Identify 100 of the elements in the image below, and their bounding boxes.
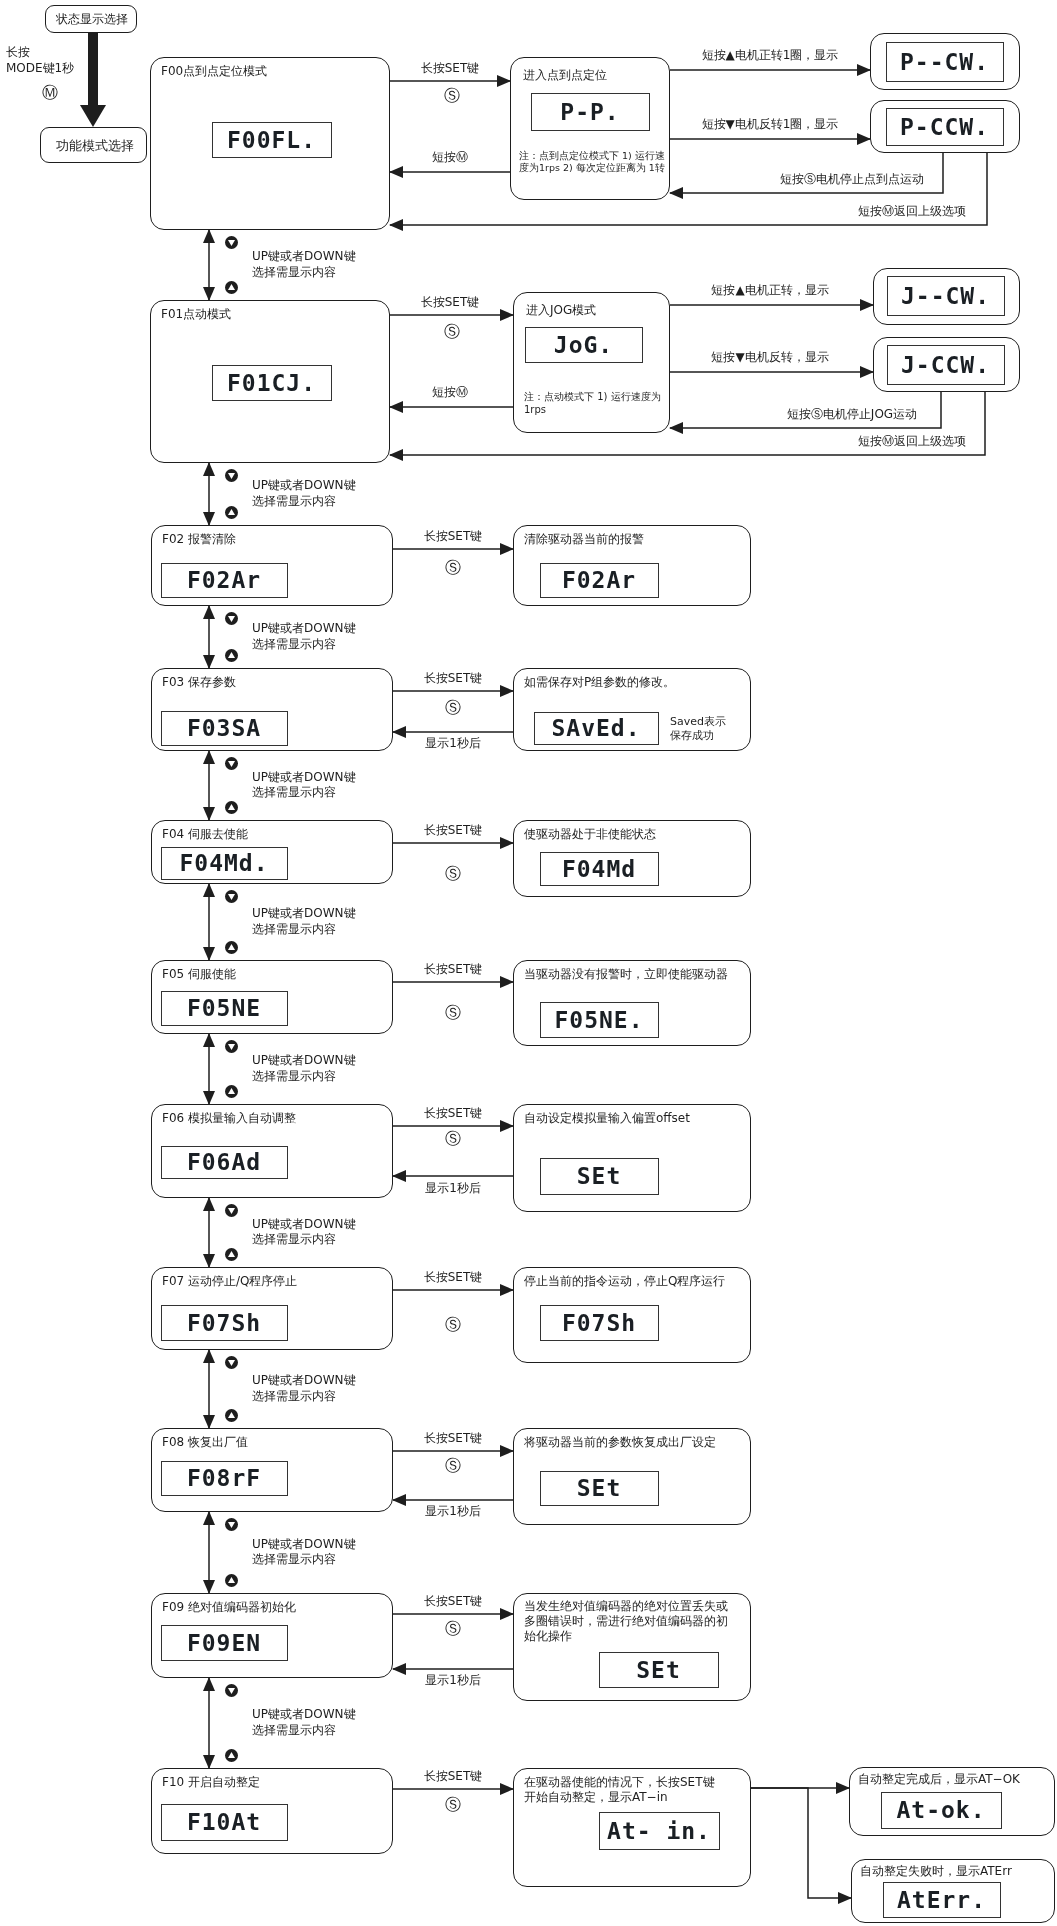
box-title: 如需保存对P组参数的修改。 — [524, 675, 677, 690]
edge-label: 长按SET键 — [420, 295, 480, 311]
arrow — [669, 299, 874, 311]
function-box — [151, 960, 393, 1034]
lcd-display: F10At — [160, 1803, 288, 1841]
edge-label: UP键或者DOWN键选择需显示内容 — [252, 249, 357, 281]
function-box — [150, 300, 390, 463]
edge-label: 短按Ⓜ返回上级选项 — [858, 434, 966, 450]
box-title: F00点到点定位模式 — [161, 64, 269, 79]
box-title: 停止当前的指令运动，停止Q程序运行 — [524, 1274, 727, 1289]
info-box — [510, 57, 670, 200]
box-title: F05 伺服使能 — [162, 967, 237, 982]
function-box — [150, 57, 390, 230]
box-title: 自动整定完成后，显示AT−OK — [858, 1772, 1021, 1787]
box-title: F01点动模式 — [161, 307, 233, 322]
double-arrow — [203, 605, 215, 669]
display-frame — [870, 100, 1020, 153]
lcd-display: F02Ar — [539, 562, 659, 598]
box-title: F06 模拟量输入自动调整 — [162, 1111, 297, 1126]
box-title: 使驱动器处于非使能状态 — [524, 827, 657, 842]
display-frame — [873, 337, 1020, 392]
key-symbol: Ⓢ — [445, 1317, 461, 1333]
arrow — [392, 1445, 514, 1457]
arrow — [392, 1284, 514, 1296]
lcd-display: F02Ar — [160, 562, 288, 598]
box-title: 状态显示选择 — [55, 12, 129, 27]
edge-label: 显示1秒后 — [425, 1673, 481, 1689]
info-box — [513, 292, 670, 433]
key-symbol: Ⓜ — [42, 85, 58, 101]
arrow — [392, 1170, 514, 1182]
lcd-display: F05NE. — [539, 1001, 659, 1038]
key-symbol: Ⓢ — [445, 866, 461, 882]
info-box — [513, 1267, 751, 1363]
double-arrow — [203, 1033, 215, 1105]
menu-label-box — [40, 127, 147, 163]
double-arrow — [203, 1677, 215, 1769]
edge-label: 长按SET键 — [423, 1270, 483, 1286]
arrow — [750, 1787, 852, 1904]
function-box — [151, 820, 393, 884]
arrow — [389, 309, 514, 321]
box-title: F10 开启自动整定 — [162, 1775, 261, 1790]
lcd-display: F03SA — [160, 710, 288, 746]
arrow — [669, 64, 871, 76]
arrow — [392, 1120, 514, 1132]
function-box — [151, 1428, 393, 1512]
thick-arrow — [80, 33, 106, 127]
lcd-display: P-P. — [530, 92, 650, 131]
result-box — [849, 1767, 1055, 1836]
arrow — [669, 152, 944, 199]
edge-label: 短按Ⓜ — [432, 150, 468, 166]
edge-label: 显示1秒后 — [425, 736, 481, 752]
lcd-display: AtErr. — [882, 1881, 1001, 1918]
lcd-display: F09EN — [160, 1624, 288, 1661]
edge-label: 长按SET键 — [420, 61, 480, 77]
key-symbol: Ⓢ — [445, 1458, 461, 1474]
box-title: F03 保存参数 — [162, 675, 237, 690]
display-frame — [873, 268, 1020, 325]
edge-label: UP键或者DOWN键选择需显示内容 — [252, 1373, 357, 1405]
edge-label: UP键或者DOWN键选择需显示内容 — [252, 906, 357, 938]
edge-label: 长按SET键 — [423, 1431, 483, 1447]
arrow — [392, 837, 514, 849]
box-title: F08 恢复出厂值 — [162, 1435, 249, 1450]
lcd-display: At- in. — [598, 1811, 720, 1850]
menu-label-box — [45, 5, 137, 33]
info-box — [513, 960, 751, 1046]
lcd-display: P--CW. — [885, 41, 1004, 82]
edge-label: 短按Ⓢ电机停止点到点运动 — [780, 172, 924, 188]
function-box — [151, 1267, 393, 1350]
lcd-display: P-CCW. — [885, 107, 1004, 146]
lcd-display: F04Md — [539, 851, 659, 886]
edge-label: UP键或者DOWN键选择需显示内容 — [252, 769, 357, 801]
info-box — [513, 1428, 751, 1525]
key-symbol: Ⓢ — [444, 324, 460, 340]
lcd-display: F05NE — [160, 990, 288, 1026]
box-title: F04 伺服去使能 — [162, 827, 249, 842]
edge-label: 长按SET键 — [423, 1769, 483, 1785]
lcd-display: F06Ad — [160, 1145, 288, 1179]
box-title: 当发生绝对值编码器的绝对位置丢失或多圈错误时，需进行绝对值编码器的初始化操作 — [524, 1599, 729, 1644]
result-box — [851, 1859, 1055, 1923]
box-title: F02 报警清除 — [162, 532, 237, 547]
info-box — [513, 820, 751, 897]
double-arrow — [203, 750, 215, 821]
box-title: 将驱动器当前的参数恢复成出厂设定 — [524, 1435, 717, 1450]
arrow — [392, 685, 514, 697]
lcd-display: F07Sh — [539, 1304, 659, 1341]
key-symbol: Ⓢ — [445, 560, 461, 576]
edge-label: UP键或者DOWN键选择需显示内容 — [252, 621, 357, 653]
lcd-display: J--CW. — [886, 275, 1005, 316]
box-title: F09 绝对值编码器初始化 — [162, 1600, 297, 1615]
edge-label: 短按▼电机反转1圈，显示 — [701, 117, 839, 133]
double-arrow — [203, 1349, 215, 1429]
display-frame — [870, 33, 1020, 90]
box-title: 在驱动器使能的情况下，长按SET键开始自动整定，显示AT−in — [524, 1775, 716, 1805]
box-title: 自动整定失败时，显示ATErr — [860, 1864, 1013, 1879]
box-title: 功能模式选择 — [54, 138, 135, 155]
double-arrow — [203, 229, 215, 301]
lcd-display: F07Sh — [160, 1304, 288, 1341]
arrow — [389, 391, 986, 461]
edge-label: 短按▼电机反转，显示 — [711, 350, 829, 366]
double-arrow — [203, 883, 215, 961]
